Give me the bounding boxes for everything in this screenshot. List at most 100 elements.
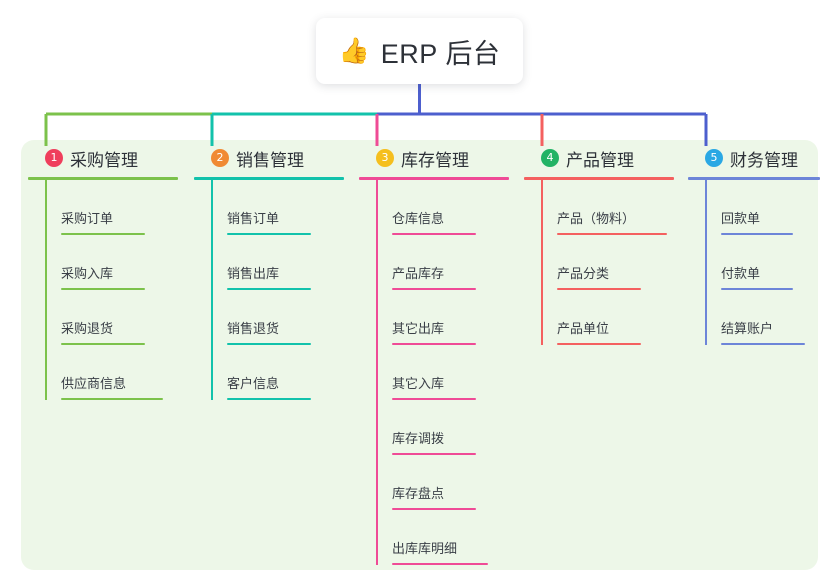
branch-item-underline xyxy=(392,288,476,290)
root-node[interactable]: 👍 ERP 后台 xyxy=(316,18,523,84)
branch-item[interactable]: 库存调拨 xyxy=(376,400,509,455)
branch-item[interactable]: 付款单 xyxy=(705,235,820,290)
branch-item[interactable]: 销售出库 xyxy=(211,235,344,290)
branch-item-label: 采购退货 xyxy=(61,321,114,336)
branch-item[interactable]: 供应商信息 xyxy=(45,345,178,400)
branch-item-underline xyxy=(392,453,476,455)
branch-item[interactable]: 采购入库 xyxy=(45,235,178,290)
branch-item-underline xyxy=(392,508,476,510)
branch-item[interactable]: 出库库明细 xyxy=(376,510,509,565)
branch-item[interactable]: 其它出库 xyxy=(376,290,509,345)
branch-trunk-line xyxy=(376,180,378,565)
thumbs-up-icon: 👍 xyxy=(338,36,370,65)
branch-item-label: 出库库明细 xyxy=(392,541,458,556)
branch-item-label: 其它入库 xyxy=(392,376,445,391)
branch-item-label: 付款单 xyxy=(721,266,761,281)
branch-title: 财务管理 xyxy=(730,150,798,170)
branch-column-2: 2 销售管理销售订单销售出库销售退货客户信息 xyxy=(194,145,344,400)
branch-item[interactable]: 产品（物料） xyxy=(541,180,674,235)
branch-item[interactable]: 客户信息 xyxy=(211,345,344,400)
branch-underline xyxy=(524,177,674,180)
branch-title: 采购管理 xyxy=(70,150,138,170)
branch-header[interactable]: 1 采购管理 xyxy=(28,145,178,171)
branch-item-underline xyxy=(557,288,641,290)
branch-item[interactable]: 产品单位 xyxy=(541,290,674,345)
branch-item-list: 产品（物料） 产品分类产品单位 xyxy=(524,180,674,345)
branch-trunk-line xyxy=(541,180,543,345)
branch-item-underline xyxy=(227,398,311,400)
branch-trunk-line xyxy=(705,180,707,345)
diagram-background-panel xyxy=(21,140,818,570)
branch-item-label: 产品单位 xyxy=(557,321,610,336)
branch-number-badge: 5 xyxy=(705,149,723,167)
branch-item-label: 产品库存 xyxy=(392,266,445,281)
branch-item[interactable]: 产品分类 xyxy=(541,235,674,290)
branch-item-underline xyxy=(227,343,311,345)
branch-item-label: 客户信息 xyxy=(227,376,280,391)
branch-item-underline xyxy=(392,343,476,345)
branch-trunk-line xyxy=(211,180,213,400)
branch-item-underline xyxy=(61,343,145,345)
branch-column-1: 1 采购管理采购订单采购入库采购退货供应商信息 xyxy=(28,145,178,400)
branch-number-badge: 4 xyxy=(541,149,559,167)
branch-item-label: 产品（物料） xyxy=(557,211,636,226)
branch-item-underline xyxy=(61,288,145,290)
branch-header[interactable]: 3 库存管理 xyxy=(359,145,509,171)
branch-item-underline xyxy=(721,343,805,345)
branch-item[interactable]: 仓库信息 xyxy=(376,180,509,235)
branch-item-label: 供应商信息 xyxy=(61,376,127,391)
branch-item-label: 库存盘点 xyxy=(392,486,445,501)
branch-number-badge: 3 xyxy=(376,149,394,167)
root-node-title: ERP 后台 xyxy=(380,38,501,69)
branch-item[interactable]: 销售订单 xyxy=(211,180,344,235)
branch-item-underline xyxy=(392,398,476,400)
branch-item-label: 销售订单 xyxy=(227,211,280,226)
branch-trunk-line xyxy=(45,180,47,400)
branch-item-label: 采购订单 xyxy=(61,211,114,226)
branch-title: 库存管理 xyxy=(401,150,469,170)
branch-item-underline xyxy=(392,563,488,565)
branch-column-3: 3 库存管理仓库信息产品库存其它出库其它入库库存调拨库存盘点出库库明细 xyxy=(359,145,509,565)
branch-item-label: 产品分类 xyxy=(557,266,610,281)
branch-item-list: 销售订单销售出库销售退货客户信息 xyxy=(194,180,344,400)
branch-number-badge: 1 xyxy=(45,149,63,167)
branch-item[interactable]: 库存盘点 xyxy=(376,455,509,510)
branch-item-label: 其它出库 xyxy=(392,321,445,336)
branch-item-underline xyxy=(61,398,163,400)
branch-item-label: 结算账户 xyxy=(721,321,774,336)
branch-item-underline xyxy=(227,233,311,235)
branch-item-list: 仓库信息产品库存其它出库其它入库库存调拨库存盘点出库库明细 xyxy=(359,180,509,565)
branch-item[interactable]: 销售退货 xyxy=(211,290,344,345)
branch-header[interactable]: 2 销售管理 xyxy=(194,145,344,171)
branch-item-label: 销售出库 xyxy=(227,266,280,281)
branch-underline xyxy=(194,177,344,180)
branch-underline xyxy=(688,177,820,180)
branch-item[interactable]: 其它入库 xyxy=(376,345,509,400)
branch-item-label: 库存调拨 xyxy=(392,431,445,446)
branch-item-underline xyxy=(61,233,145,235)
branch-item-label: 采购入库 xyxy=(61,266,114,281)
branch-title: 销售管理 xyxy=(236,150,304,170)
branch-item[interactable]: 采购退货 xyxy=(45,290,178,345)
branch-number-badge: 2 xyxy=(211,149,229,167)
branch-underline xyxy=(28,177,178,180)
branch-item[interactable]: 结算账户 xyxy=(705,290,820,345)
branch-item-list: 回款单付款单结算账户 xyxy=(688,180,820,345)
branch-column-5: 5 财务管理回款单付款单结算账户 xyxy=(688,145,820,345)
branch-item-underline xyxy=(721,288,793,290)
branch-item-label: 回款单 xyxy=(721,211,761,226)
branch-item-label: 销售退货 xyxy=(227,321,280,336)
branch-item[interactable]: 回款单 xyxy=(705,180,820,235)
branch-item-underline xyxy=(721,233,793,235)
branch-item-list: 采购订单采购入库采购退货供应商信息 xyxy=(28,180,178,400)
branch-item-label: 仓库信息 xyxy=(392,211,445,226)
branch-item-underline xyxy=(557,343,641,345)
branch-underline xyxy=(359,177,509,180)
branch-header[interactable]: 5 财务管理 xyxy=(688,145,820,171)
branch-item[interactable]: 采购订单 xyxy=(45,180,178,235)
branch-item[interactable]: 产品库存 xyxy=(376,235,509,290)
branch-item-underline xyxy=(227,288,311,290)
